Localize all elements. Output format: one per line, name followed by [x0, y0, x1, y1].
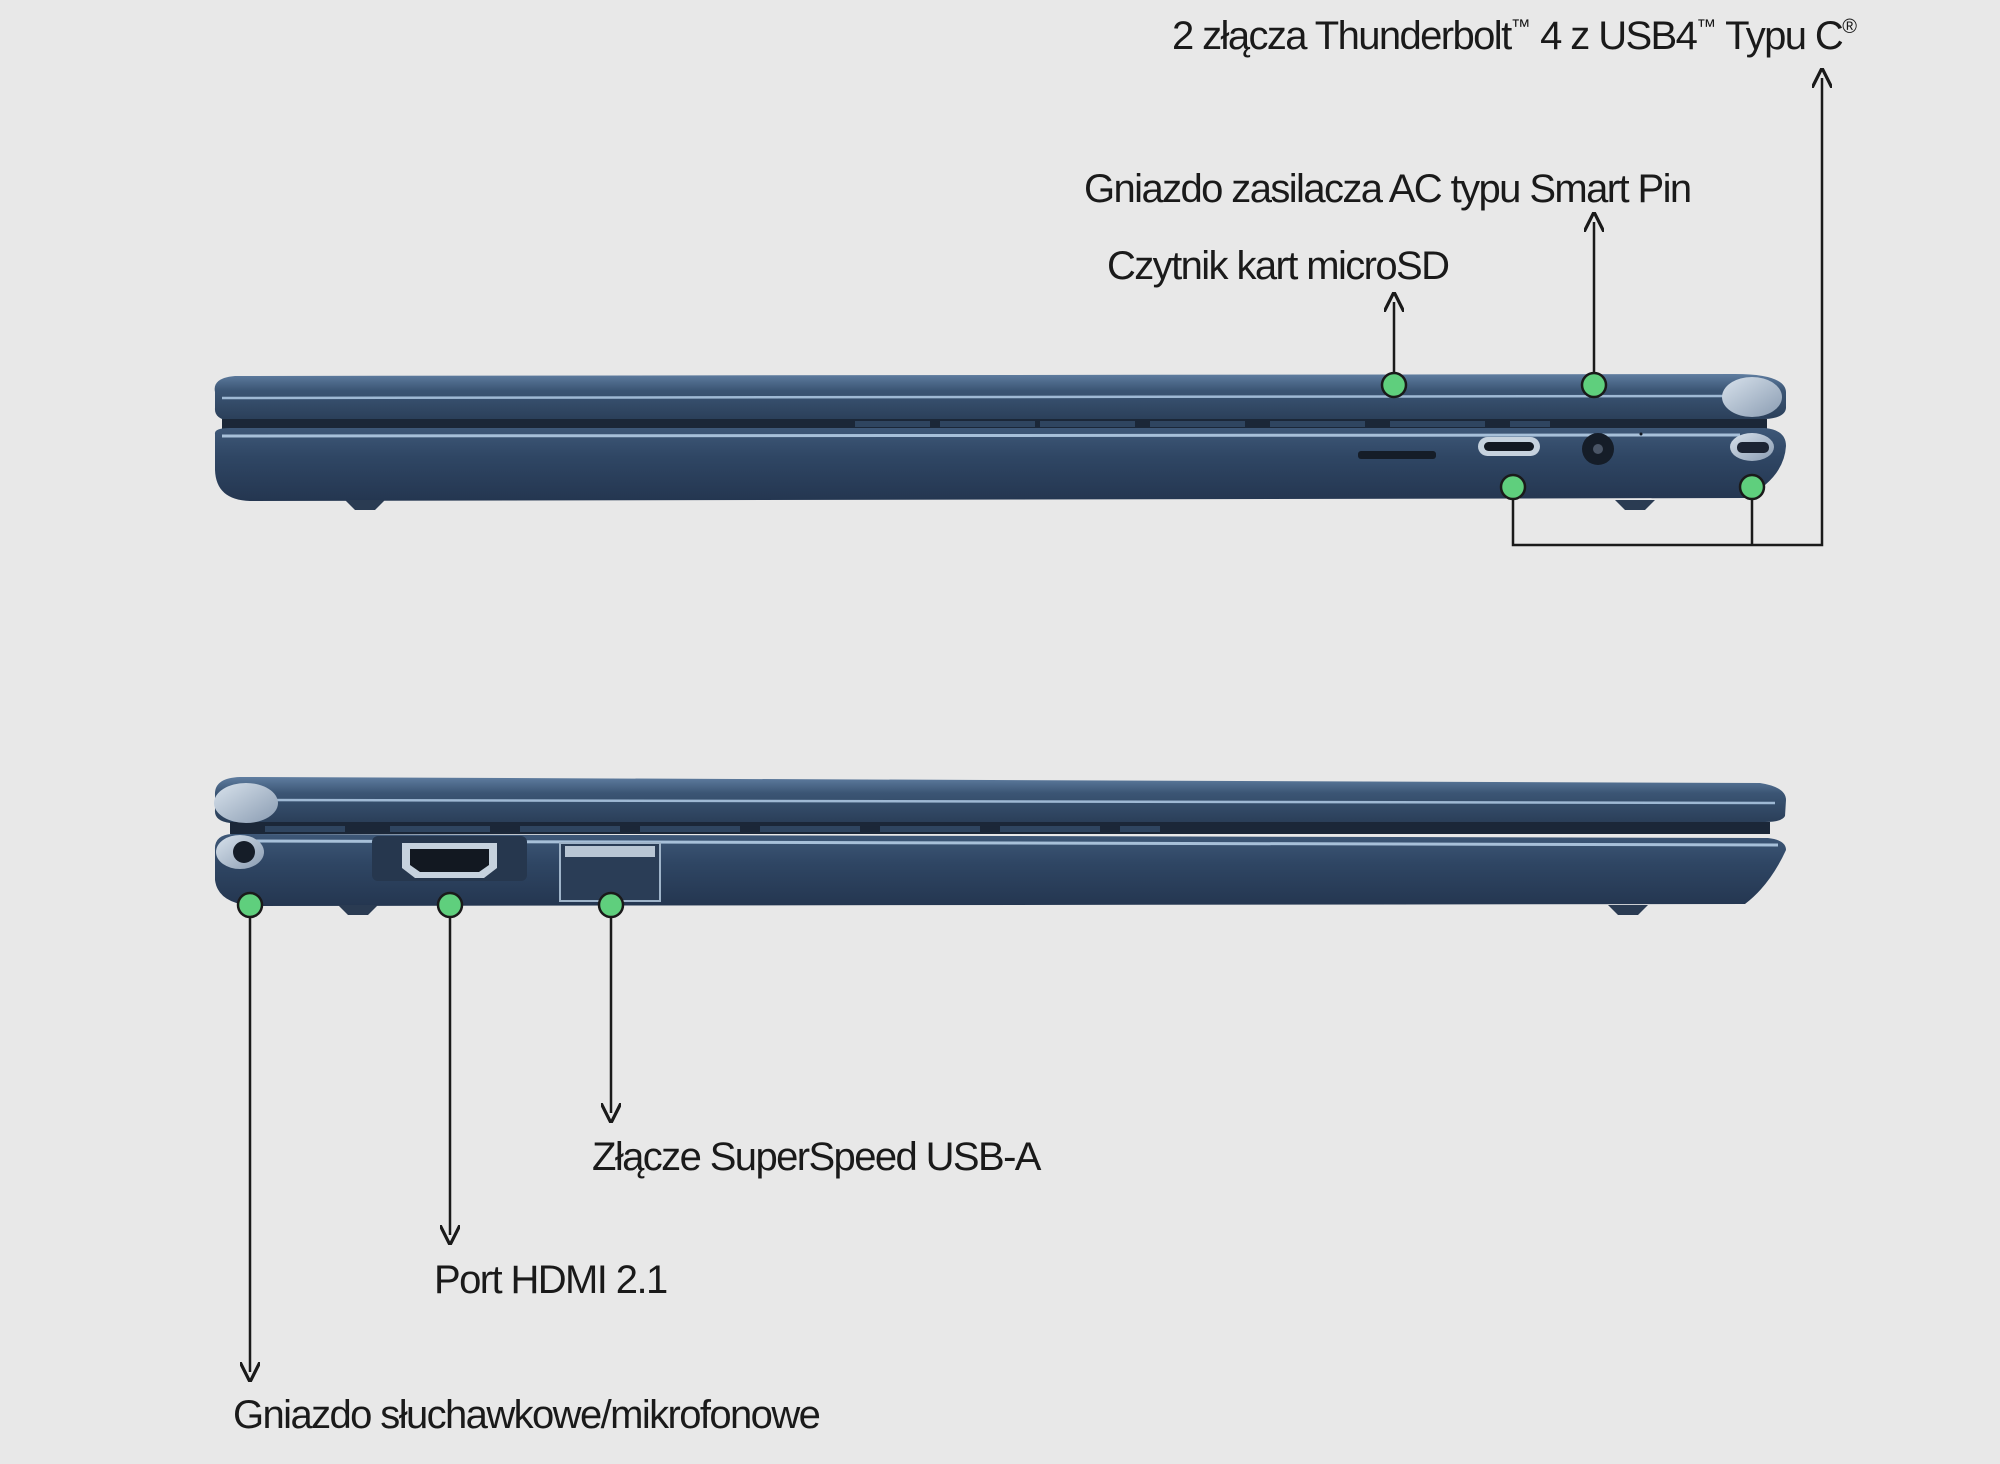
marker-hdmi	[436, 891, 464, 919]
marker-ac-jack	[1580, 371, 1608, 399]
marker-thunderbolt-1	[1499, 473, 1527, 501]
label-audio: Gniazdo słuchawkowe/mikrofonowe	[233, 1393, 821, 1437]
vent-slots	[265, 826, 1160, 832]
marker-audio	[236, 891, 264, 919]
callout-line-thunderbolt	[1511, 78, 1822, 547]
laptop-right-side	[214, 374, 1787, 510]
label-hdmi: Port HDMI 2.1	[434, 1258, 668, 1302]
microsd-slot	[1358, 451, 1436, 459]
hinge-right	[1722, 377, 1782, 461]
port-markers	[236, 371, 1766, 919]
laptop-lid	[214, 777, 1787, 823]
callout-lines	[250, 78, 1822, 1372]
label-microsd: Czytnik kart microSD	[1107, 244, 1450, 288]
laptop-left-side	[214, 777, 1787, 915]
marker-thunderbolt-2	[1738, 473, 1766, 501]
marker-microsd	[1380, 371, 1408, 399]
laptop-base	[214, 428, 1787, 501]
label-ac-jack: Gniazdo zasilacza AC typu Smart Pin	[1084, 167, 1692, 211]
label-thunderbolt: 2 złącza Thunderbolt™ 4 z USB4™ Typu C®	[1172, 14, 1857, 58]
vent-slots	[855, 421, 1550, 427]
audio-jack-port	[233, 841, 255, 863]
marker-usb-a	[597, 891, 625, 919]
label-usb-a: Złącze SuperSpeed USB-A	[592, 1135, 1041, 1179]
